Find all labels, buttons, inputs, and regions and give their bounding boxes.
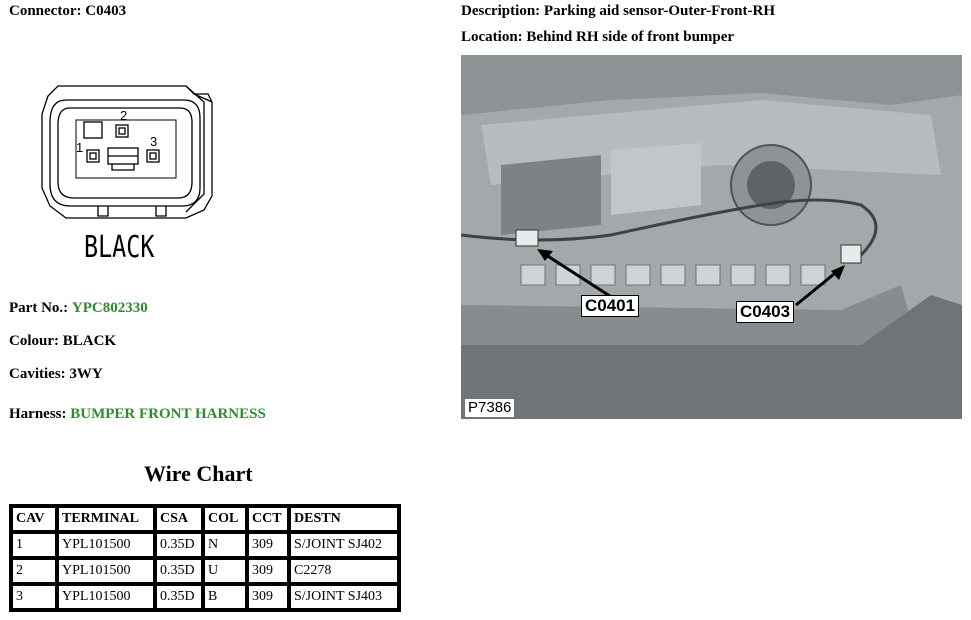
cell-cav: 2 <box>12 557 56 583</box>
table-header-row: CAV TERMINAL CSA COL CCT DESTN <box>12 507 398 531</box>
callout-c0403: C0403 <box>736 301 795 323</box>
location-label: Location: <box>461 29 523 45</box>
description-line: Description: Parking aid sensor-Outer-Fr… <box>461 3 775 20</box>
cell-col: B <box>202 583 246 609</box>
colour-label: Colour: <box>9 333 59 349</box>
cell-cct: 309 <box>246 557 288 583</box>
cell-csa: 0.35D <box>154 583 202 609</box>
cell-destn: C2278 <box>288 557 398 583</box>
connector-line: Connector: C0403 <box>9 3 126 20</box>
description-value: Parking aid sensor-Outer-Front-RH <box>543 3 775 19</box>
cell-csa: 0.35D <box>154 557 202 583</box>
location-value: Behind RH side of front bumper <box>526 29 735 45</box>
header-destn: DESTN <box>288 507 398 531</box>
cavity-number-3: 3 <box>150 134 157 149</box>
header-csa: CSA <box>154 507 202 531</box>
colour-line: Colour: BLACK <box>9 333 116 350</box>
description-label: Description: <box>461 3 541 19</box>
part-no-value[interactable]: YPC802330 <box>71 300 148 316</box>
cavity-number-2: 2 <box>120 108 127 123</box>
part-no-line: Part No.: YPC802330 <box>9 300 148 317</box>
colour-value: BLACK <box>62 333 117 349</box>
harness-label: Harness: <box>9 406 67 422</box>
cell-col: U <box>202 557 246 583</box>
cell-terminal: YPL101500 <box>56 531 154 557</box>
cell-col: N <box>202 531 246 557</box>
cell-cct: 309 <box>246 583 288 609</box>
location-photo: C0401 C0403 P7386 <box>461 55 962 419</box>
header-col: COL <box>202 507 246 531</box>
cell-destn: S/JOINT SJ402 <box>288 531 398 557</box>
cell-cav: 3 <box>12 583 56 609</box>
wire-chart-table: CAV TERMINAL CSA COL CCT DESTN 1 YPL1015… <box>9 504 401 612</box>
connector-value: C0403 <box>85 3 127 19</box>
part-no-label: Part No.: <box>9 300 69 316</box>
callout-c0401: C0401 <box>581 295 640 317</box>
cavities-label: Cavities: <box>9 366 66 382</box>
cell-terminal: YPL101500 <box>56 583 154 609</box>
table-row: 2 YPL101500 0.35D U 309 C2278 <box>12 557 398 583</box>
harness-line: Harness: BUMPER FRONT HARNESS <box>9 406 266 423</box>
location-line: Location: Behind RH side of front bumper <box>461 29 734 46</box>
cell-cav: 1 <box>12 531 56 557</box>
cavities-value: 3WY <box>69 366 103 382</box>
wire-chart-title: Wire Chart <box>144 461 253 486</box>
table-row: 1 YPL101500 0.35D N 309 S/JOINT SJ402 <box>12 531 398 557</box>
connector-label: Connector: <box>9 3 82 19</box>
header-cct: CCT <box>246 507 288 531</box>
bumper-illustration <box>461 55 962 419</box>
header-cav: CAV <box>12 507 56 531</box>
cell-cct: 309 <box>246 531 288 557</box>
cell-destn: S/JOINT SJ403 <box>288 583 398 609</box>
harness-value[interactable]: BUMPER FRONT HARNESS <box>70 406 266 422</box>
photo-id: P7386 <box>465 399 515 417</box>
cell-csa: 0.35D <box>154 531 202 557</box>
cavities-line: Cavities: 3WY <box>9 366 103 383</box>
cell-terminal: YPL101500 <box>56 557 154 583</box>
connector-color-label: BLACK <box>84 230 155 265</box>
connector-face-diagram: 2 1 3 <box>41 85 213 219</box>
header-terminal: TERMINAL <box>56 507 154 531</box>
cavity-number-1: 1 <box>76 140 83 155</box>
table-row: 3 YPL101500 0.35D B 309 S/JOINT SJ403 <box>12 583 398 609</box>
